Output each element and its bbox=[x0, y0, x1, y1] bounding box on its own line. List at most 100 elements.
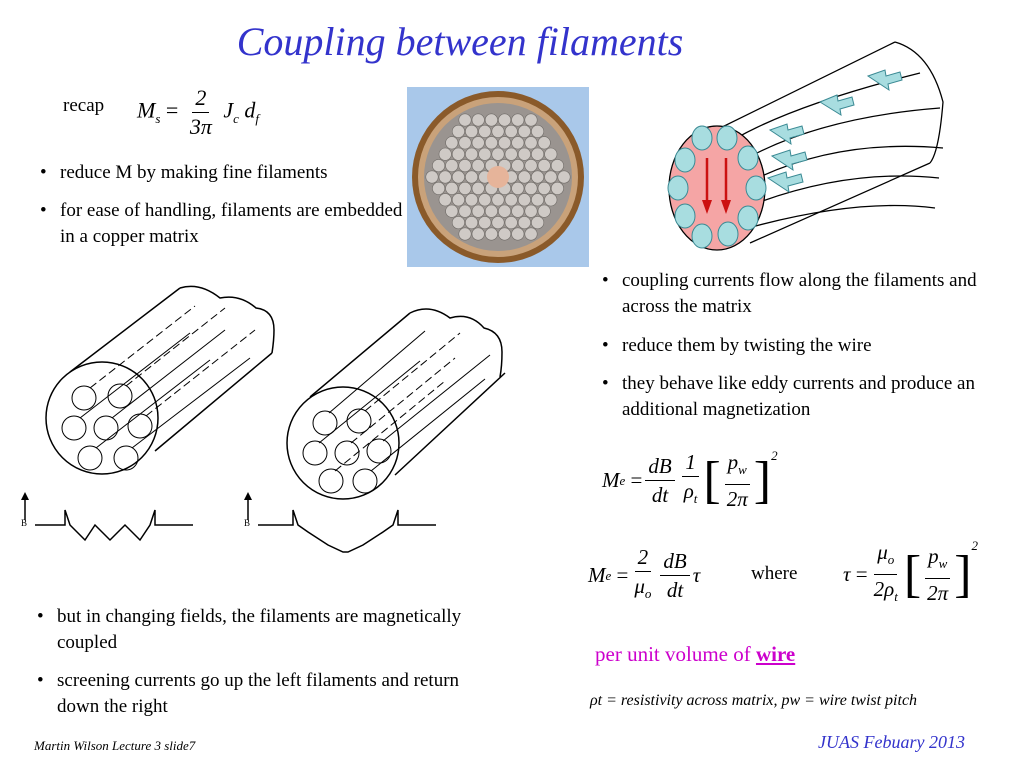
filament-circle bbox=[531, 170, 545, 184]
filament-circle bbox=[511, 113, 525, 127]
slide-title: Coupling between filaments bbox=[236, 19, 684, 64]
filament-circle bbox=[531, 216, 545, 230]
filament-circle bbox=[471, 227, 485, 241]
per-unit-volume-note: per unit volume of wire bbox=[595, 642, 796, 666]
filament-circle bbox=[471, 159, 485, 173]
filament-circle bbox=[432, 181, 446, 195]
bullet-eddy-currents: they behave like eddy currents and produ… bbox=[600, 371, 1022, 423]
filament-circle bbox=[544, 170, 558, 184]
filament-circle bbox=[544, 147, 558, 161]
filament-circle bbox=[524, 113, 538, 127]
coupling-current-arrows bbox=[766, 69, 903, 194]
filament-circle bbox=[484, 227, 498, 241]
filament-circle bbox=[445, 136, 459, 150]
filament-circle bbox=[491, 124, 505, 138]
filament-circle bbox=[465, 124, 479, 138]
filament-circle bbox=[458, 204, 472, 218]
filament-circle bbox=[458, 113, 472, 127]
filament-circle bbox=[451, 124, 465, 138]
footer-author: Martin Wilson Lecture 3 slide7 bbox=[34, 738, 196, 753]
filament-circle bbox=[491, 193, 505, 207]
filament-circle bbox=[537, 159, 551, 173]
filament-circle bbox=[458, 159, 472, 173]
filament-circle bbox=[531, 124, 545, 138]
bullet-magnetically-coupled: but in changing fields, the filaments ar… bbox=[35, 604, 477, 656]
filament-circle bbox=[478, 147, 492, 161]
filament-circle bbox=[451, 193, 465, 207]
filament-circle bbox=[537, 136, 551, 150]
filament-circle bbox=[465, 147, 479, 161]
filament-circle bbox=[517, 216, 531, 230]
filament-circle bbox=[471, 136, 485, 150]
footer-course: JUAS Febuary 2013 bbox=[818, 732, 965, 752]
bullet-fine-filaments: reduce M by making fine filaments bbox=[38, 160, 410, 186]
twisted-filaments-drawing bbox=[286, 308, 506, 500]
filament-circle bbox=[511, 136, 525, 150]
filament-circle bbox=[438, 170, 452, 184]
filament-circle bbox=[484, 113, 498, 127]
filament-circle bbox=[478, 216, 492, 230]
filament-circle bbox=[544, 193, 558, 207]
filament-circle bbox=[471, 181, 485, 195]
axis-arrow-icon bbox=[21, 492, 29, 500]
filament-circle bbox=[511, 204, 525, 218]
filament-circle bbox=[458, 227, 472, 241]
filament-circle bbox=[531, 193, 545, 207]
axis-label-b: B bbox=[21, 518, 27, 528]
filament-circle bbox=[438, 193, 452, 207]
filament-circle bbox=[524, 227, 538, 241]
b-field-graph-left: B bbox=[21, 492, 193, 542]
filament-circle bbox=[517, 193, 531, 207]
wire-cross-section-photo bbox=[407, 87, 589, 267]
where-label: where bbox=[751, 563, 798, 584]
filament-circle bbox=[438, 147, 452, 161]
filament-circle bbox=[491, 216, 505, 230]
untwisted-filaments-drawing bbox=[45, 285, 275, 475]
filament-circle bbox=[451, 216, 465, 230]
filament-circle bbox=[511, 181, 525, 195]
current-down-arrows bbox=[705, 158, 728, 203]
filament-circle bbox=[432, 159, 446, 173]
filament-circle bbox=[550, 181, 564, 195]
bullet-coupling-currents: coupling currents flow along the filamen… bbox=[600, 268, 1022, 320]
filament-circle bbox=[451, 170, 465, 184]
filament-circle bbox=[445, 181, 459, 195]
filament-circle bbox=[511, 227, 525, 241]
bullet-screening-currents: screening currents go up the left filame… bbox=[35, 668, 477, 720]
filament-circle bbox=[517, 147, 531, 161]
recap-label: recap bbox=[63, 95, 105, 116]
axis-arrow-icon bbox=[244, 492, 252, 500]
axis-label-b: B bbox=[244, 518, 250, 528]
filament-circle bbox=[524, 204, 538, 218]
filament-circle bbox=[445, 204, 459, 218]
bullet-copper-matrix: for ease of handling, filaments are embe… bbox=[38, 198, 410, 250]
filament-circle bbox=[458, 136, 472, 150]
filament-circle bbox=[471, 113, 485, 127]
filament-circle bbox=[465, 193, 479, 207]
filament-circle bbox=[458, 181, 472, 195]
filament-circle bbox=[478, 193, 492, 207]
filament-circle bbox=[484, 204, 498, 218]
filament-circle bbox=[498, 204, 512, 218]
filament-circle bbox=[524, 159, 538, 173]
filament-circle bbox=[504, 124, 518, 138]
filament-circle bbox=[498, 113, 512, 127]
filament-circle bbox=[511, 159, 525, 173]
b-field-graph-right: B bbox=[244, 492, 436, 553]
filament-circle bbox=[504, 193, 518, 207]
filament-circle bbox=[537, 181, 551, 195]
filament-circle bbox=[504, 216, 518, 230]
filament-circle bbox=[451, 147, 465, 161]
arrow-down-icon bbox=[721, 200, 731, 214]
filament-circle bbox=[517, 124, 531, 138]
filament-circle bbox=[537, 204, 551, 218]
filament-circle bbox=[478, 124, 492, 138]
filament-circle bbox=[524, 181, 538, 195]
filament-circle bbox=[465, 170, 479, 184]
filament-circle bbox=[471, 204, 485, 218]
bullet-twisting: reduce them by twisting the wire bbox=[600, 333, 1022, 359]
